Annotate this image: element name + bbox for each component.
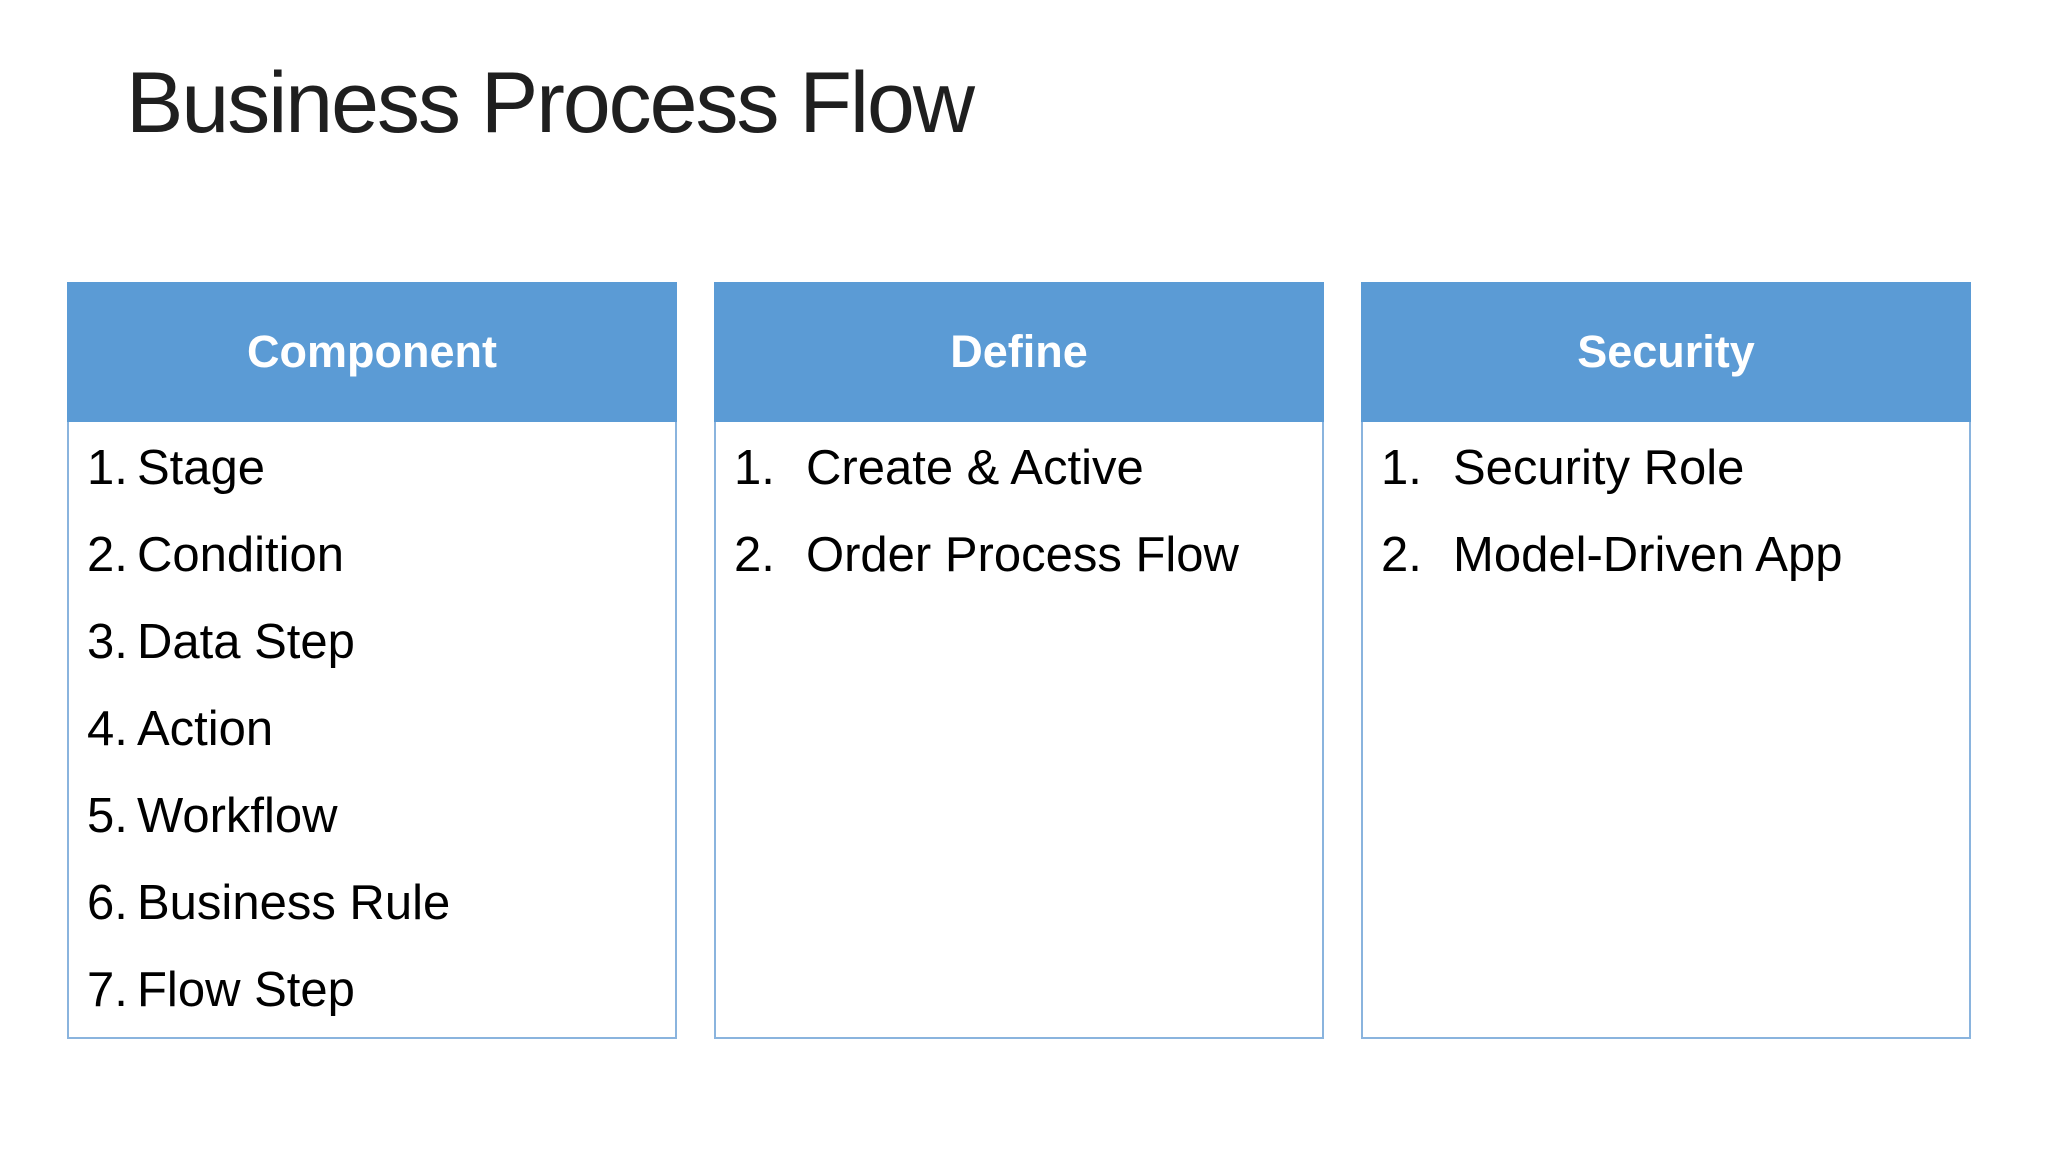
list-item: 4. Action — [69, 685, 675, 772]
list-item: 6. Business Rule — [69, 859, 675, 946]
card-security-header: Security — [1361, 282, 1971, 422]
list-item-number: 1. — [734, 440, 775, 495]
list-item: 2. Model-Driven App — [1363, 511, 1969, 598]
list-item-number: 6. — [87, 875, 128, 930]
card-security-list: 1. Security Role 2. Model-Driven App — [1363, 422, 1969, 598]
list-item-number: 3. — [87, 614, 128, 669]
list-item-label: Data Step — [137, 614, 355, 669]
list-item-label: Condition — [137, 527, 345, 582]
list-item-label: Flow Step — [137, 962, 355, 1017]
card-component-header: Component — [67, 282, 677, 422]
list-item: 1. Create & Active — [716, 424, 1322, 511]
list-item-number: 2. — [734, 527, 775, 582]
card-define: Define 1. Create & Active 2. Order Proce… — [714, 282, 1324, 1039]
list-item-label: Model-Driven App — [1453, 527, 1843, 582]
list-item-label: Workflow — [137, 788, 338, 843]
list-item-label: Create & Active — [806, 440, 1144, 495]
list-item: 1. Stage — [69, 424, 675, 511]
list-item: 2. Condition — [69, 511, 675, 598]
list-item: 1. Security Role — [1363, 424, 1969, 511]
card-security: Security 1. Security Role 2. Model-Drive… — [1361, 282, 1971, 1039]
list-item-number: 1. — [87, 440, 128, 495]
list-item-number: 5. — [87, 788, 128, 843]
list-item-number: 7. — [87, 962, 128, 1017]
list-item-label: Security Role — [1453, 440, 1745, 495]
card-component-list: 1. Stage 2. Condition 3. Data Step 4. Ac… — [69, 422, 675, 1033]
slide-title: Business Process Flow — [126, 55, 975, 151]
card-component: Component 1. Stage 2. Condition 3. Data … — [67, 282, 677, 1039]
list-item-number: 2. — [87, 527, 128, 582]
list-item: 7. Flow Step — [69, 946, 675, 1033]
list-item-number: 4. — [87, 701, 128, 756]
list-item-label: Stage — [137, 440, 266, 495]
list-item: 2. Order Process Flow — [716, 511, 1322, 598]
list-item-label: Order Process Flow — [806, 527, 1239, 582]
cards-row: Component 1. Stage 2. Condition 3. Data … — [67, 282, 1971, 1039]
list-item-number: 2. — [1381, 527, 1422, 582]
list-item-label: Business Rule — [137, 875, 451, 930]
list-item-number: 1. — [1381, 440, 1422, 495]
list-item: 5. Workflow — [69, 772, 675, 859]
list-item: 3. Data Step — [69, 598, 675, 685]
card-define-list: 1. Create & Active 2. Order Process Flow — [716, 422, 1322, 598]
list-item-label: Action — [137, 701, 274, 756]
card-define-header: Define — [714, 282, 1324, 422]
